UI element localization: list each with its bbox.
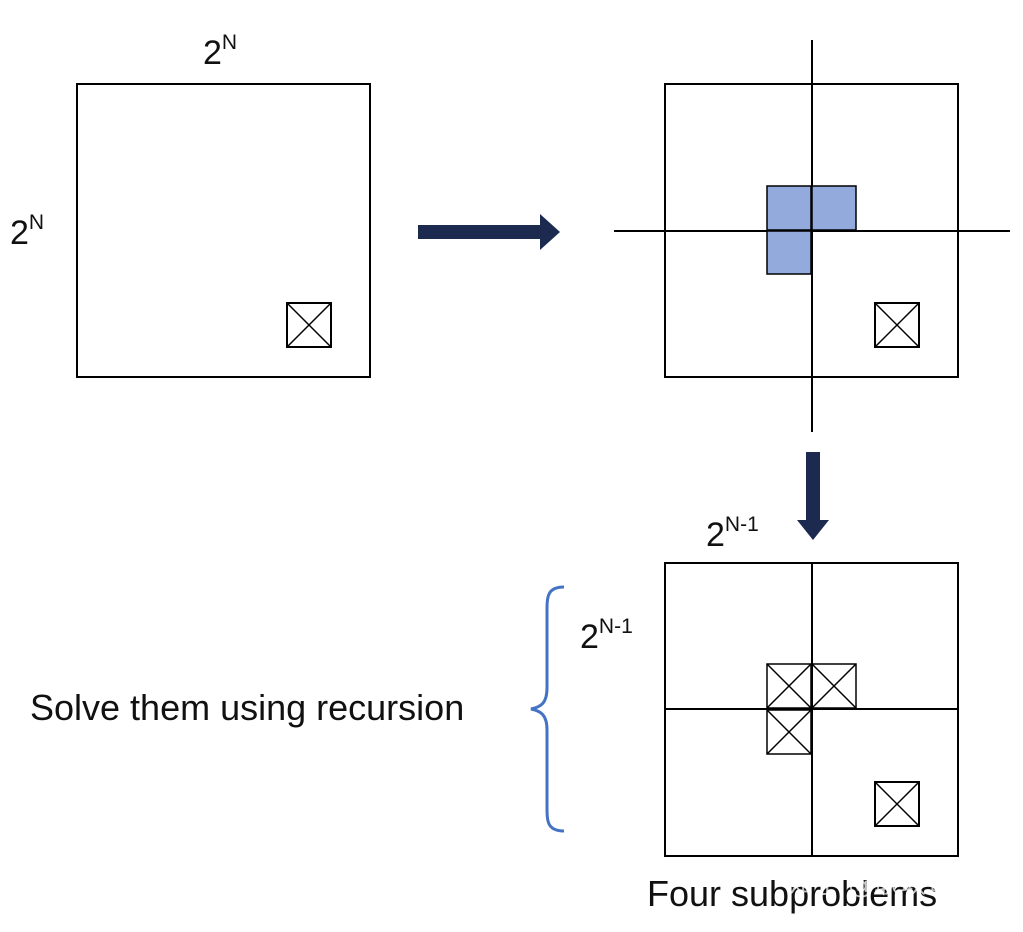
x-box-icon [874,302,920,348]
arrow-right-icon [418,214,560,250]
top-width-label: 2N [203,31,237,72]
subproblems-board [664,562,959,857]
x-box-icon [874,781,920,827]
sub-width-label: 2N-1 [706,513,759,554]
curly-brace-icon [530,585,565,833]
caption: Four subproblems [647,873,937,914]
x-box-icon [286,302,332,348]
center-tromino [766,185,857,275]
divided-board [614,40,1010,432]
recursion-note: Solve them using recursion [30,687,464,728]
x-box-icon [766,709,812,755]
x-box-icon [766,663,812,709]
watermark: 知乎 @耿耿青人 [788,870,978,900]
arrow-down-icon [797,452,829,540]
x-box-icon [811,663,857,709]
original-board [76,83,371,378]
top-height-label: 2N [10,211,44,252]
sub-height-label: 2N-1 [580,615,633,656]
